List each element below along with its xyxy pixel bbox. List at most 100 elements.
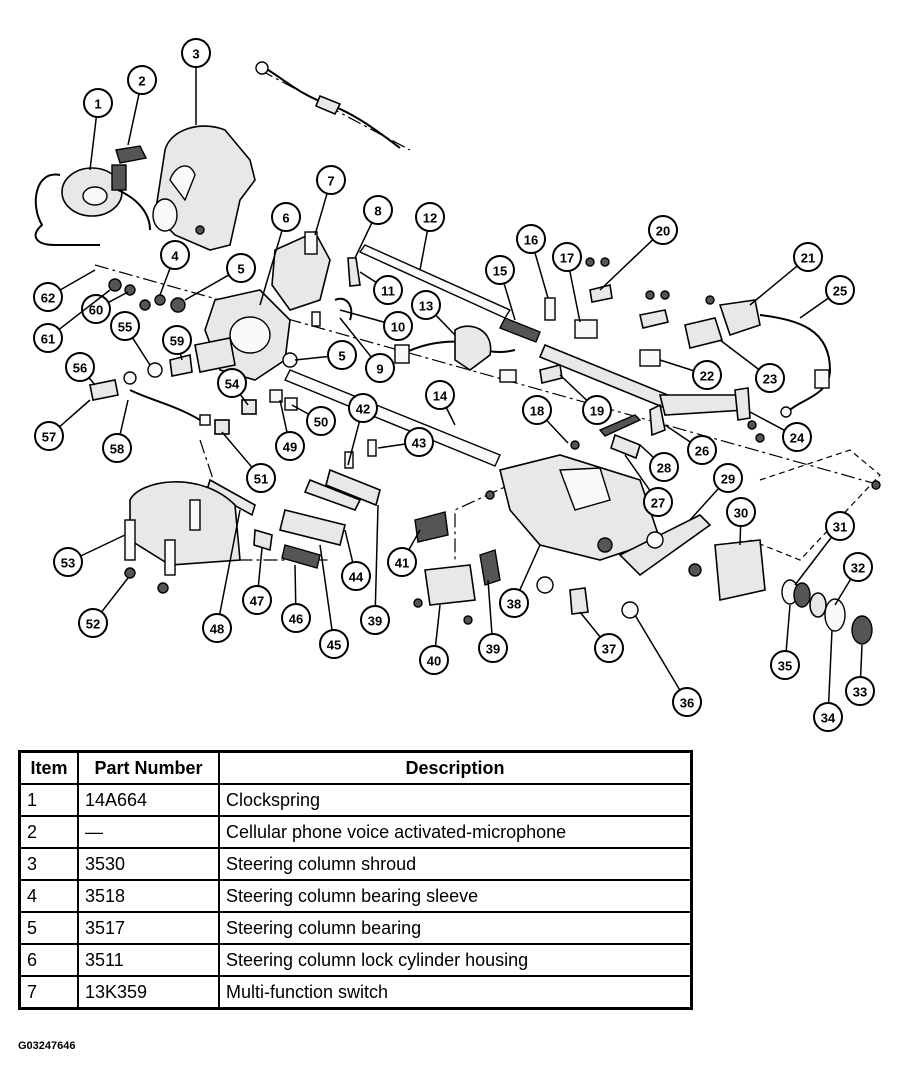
callout-leader-line xyxy=(344,529,354,563)
cable-assembly xyxy=(255,61,401,149)
callout-35: 35 xyxy=(770,604,800,680)
part-number-cell: 14A664 xyxy=(77,783,220,817)
callout-circle xyxy=(387,547,417,577)
callout-number: 19 xyxy=(590,404,604,419)
callout-17: 17 xyxy=(552,242,582,323)
callout-circle xyxy=(672,687,702,717)
callout-28: 28 xyxy=(639,444,679,482)
callout-number: 31 xyxy=(833,520,847,535)
callout-59: 59 xyxy=(162,325,192,361)
callout-number: 58 xyxy=(110,442,124,457)
callout-8: 8 xyxy=(354,195,393,259)
callout-leader-line xyxy=(834,578,852,606)
callout-number: 30 xyxy=(734,506,748,521)
callout-circle xyxy=(319,629,349,659)
callout-circle xyxy=(522,395,552,425)
part-number-cell: 13K359 xyxy=(77,975,220,1010)
callout-leader-line xyxy=(127,93,140,146)
description-cell: Steering column bearing xyxy=(218,911,693,945)
callout-38: 38 xyxy=(499,544,541,618)
callout-leader-line xyxy=(534,252,549,299)
callout-2: 2 xyxy=(127,65,157,146)
callout-circle xyxy=(246,463,276,493)
callout-circle xyxy=(53,547,83,577)
callout-leader-line xyxy=(314,193,328,236)
callout-leader-line xyxy=(377,443,406,449)
callout-leader-line xyxy=(599,239,654,291)
callout-number: 1 xyxy=(94,97,101,112)
callout-leader-line xyxy=(487,579,493,635)
callout-leader-line xyxy=(101,577,129,613)
figure-id: G03247646 xyxy=(18,1040,76,1052)
callout-leader-line xyxy=(259,230,283,306)
callout-leader-line xyxy=(719,339,760,371)
callout-57: 57 xyxy=(34,399,91,451)
callout-10: 10 xyxy=(339,309,413,341)
callout-30: 30 xyxy=(726,497,756,546)
callout-circle xyxy=(316,165,346,195)
callout-number: 55 xyxy=(118,320,132,335)
lower-bracket-parts xyxy=(414,511,589,615)
callout-circle xyxy=(425,380,455,410)
callout-23: 23 xyxy=(719,339,785,393)
callout-leader-line xyxy=(639,444,655,459)
callout-leader-line xyxy=(257,547,263,587)
callout-27: 27 xyxy=(624,454,673,517)
callout-circle xyxy=(825,511,855,541)
item-cell: 1 xyxy=(18,783,79,817)
callout-circle xyxy=(516,224,546,254)
callout-circle xyxy=(713,463,743,493)
callout-39: 39 xyxy=(478,579,508,663)
lever-parts xyxy=(279,439,381,546)
ignition-switch-parts xyxy=(89,354,211,426)
description-cell: Multi-function switch xyxy=(218,975,693,1010)
callout-leader-line xyxy=(435,314,456,336)
callout-48: 48 xyxy=(202,509,241,643)
callout-leader-line xyxy=(664,424,691,443)
callout-number: 22 xyxy=(700,369,714,384)
callout-circle xyxy=(383,311,413,341)
part-number-cell: 3511 xyxy=(77,943,220,977)
callout-number: 27 xyxy=(651,496,665,511)
callout-number: 40 xyxy=(427,654,441,669)
callout-circle xyxy=(242,585,272,615)
callout-circle xyxy=(415,202,445,232)
callout-34: 34 xyxy=(813,629,843,732)
callout-number: 56 xyxy=(73,361,87,376)
callout-number: 62 xyxy=(41,291,55,306)
steering-column-shroud xyxy=(152,125,256,251)
callout-number: 11 xyxy=(381,284,395,299)
callout-25: 25 xyxy=(799,275,855,319)
callout-leader-line xyxy=(359,271,377,284)
callout-leader-line xyxy=(445,407,456,426)
callout-5: 5 xyxy=(184,253,256,301)
callout-26: 26 xyxy=(664,424,717,465)
callout-29: 29 xyxy=(689,463,743,521)
callout-6: 6 xyxy=(259,202,301,306)
callout-circle xyxy=(845,676,875,706)
callout-50: 50 xyxy=(291,404,336,436)
ignition-actuator-assembly xyxy=(618,514,766,601)
callout-number: 36 xyxy=(680,696,694,711)
callout-number: 9 xyxy=(376,362,383,377)
callout-circle xyxy=(110,311,140,341)
callout-circle xyxy=(327,340,357,370)
callout-4: 4 xyxy=(159,240,190,296)
callout-number: 14 xyxy=(433,389,448,404)
callout-leader-line xyxy=(179,353,183,361)
table-row: 5 3517 Steering column bearing xyxy=(18,911,693,945)
spring-and-clips-lower xyxy=(206,389,321,569)
callout-leader-line xyxy=(799,297,829,319)
callout-47: 47 xyxy=(242,547,272,615)
callout-circle xyxy=(202,613,232,643)
callout-19: 19 xyxy=(559,374,612,425)
callout-circle xyxy=(65,352,95,382)
callout-21: 21 xyxy=(749,242,823,306)
callout-number: 39 xyxy=(486,642,500,657)
lock-cylinder-housing xyxy=(108,278,298,381)
callout-55: 55 xyxy=(110,311,151,366)
callout-39: 39 xyxy=(360,504,390,635)
part-number-cell: 3530 xyxy=(77,847,220,881)
callout-leader-line xyxy=(89,116,98,171)
